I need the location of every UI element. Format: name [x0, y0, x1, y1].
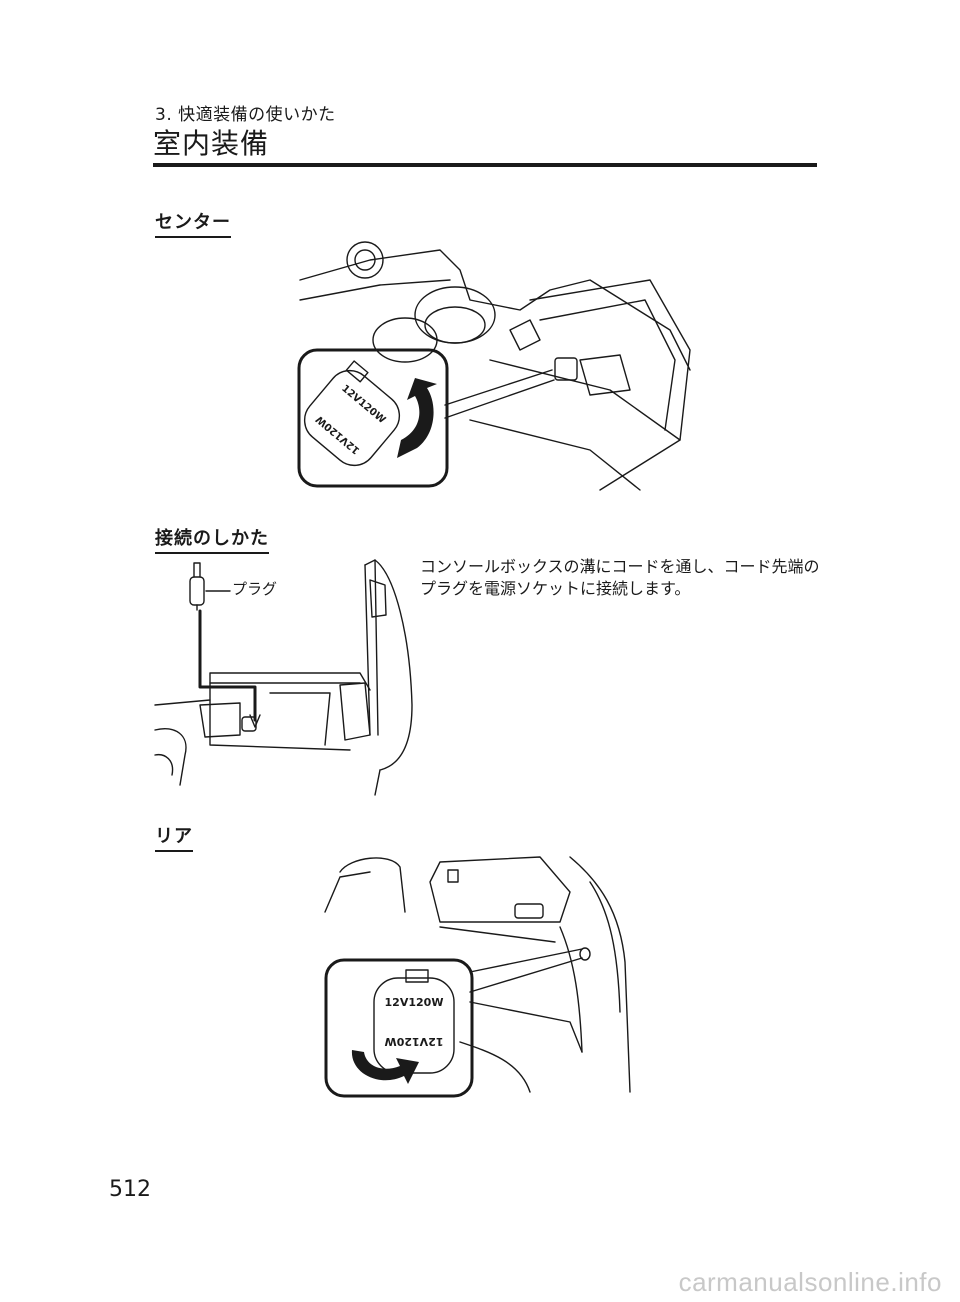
section-heading-connect: 接続のしかた — [155, 524, 269, 554]
center-socket-label-bottom: 12V120W — [314, 413, 362, 456]
page-number: 512 — [109, 1177, 151, 1202]
footer-watermark: carmanualsonline.info — [678, 1267, 942, 1297]
center-socket-zoom: 12V120W 12V120W — [297, 348, 449, 488]
plug-callout: プラグ — [232, 580, 278, 598]
rear-socket-label-bottom: 12V120W — [385, 1035, 444, 1048]
section-heading-rear: リア — [155, 822, 193, 852]
rear-cargo-illustration — [324, 856, 631, 1093]
connect-instructions: コンソールボックスの溝にコードを通し、コード先端のプラグを電源ソケットに接続しま… — [420, 557, 820, 598]
plug-connection-illustration — [154, 559, 413, 796]
rear-socket-zoom: 12V120W 12V120W — [324, 958, 474, 1098]
section-heading-center: センター — [155, 208, 231, 238]
title-rule — [153, 163, 817, 167]
page-title: 室内装備 — [153, 127, 270, 160]
center-console-illustration — [299, 241, 691, 491]
chapter-title: 3. 快適装備の使いかた — [155, 105, 336, 125]
rear-socket-label-top: 12V120W — [385, 996, 444, 1009]
